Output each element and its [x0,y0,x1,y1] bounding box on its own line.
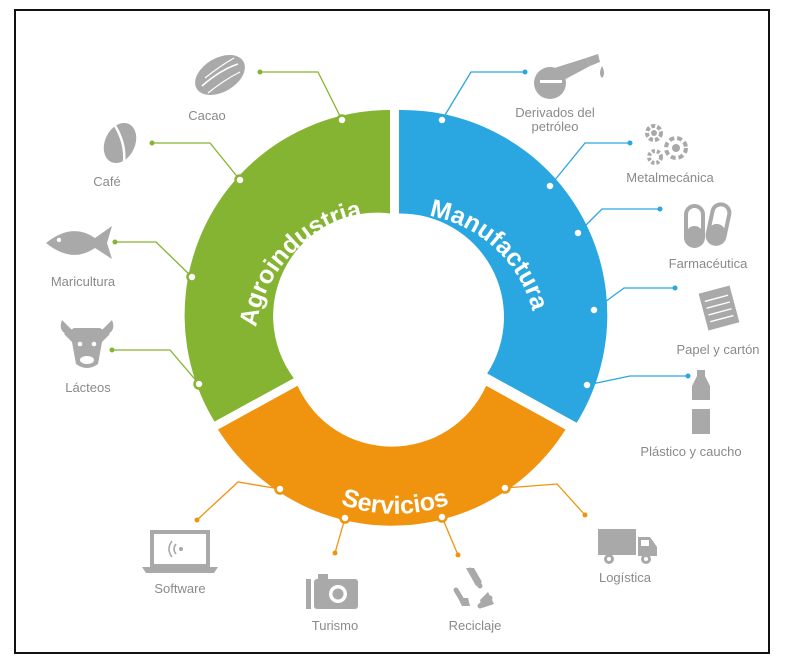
end-dot [522,69,528,75]
fuel-nozzle-icon [534,54,604,99]
anchor-dot [544,180,556,192]
anchor-dot [588,304,600,316]
connector-cafe [152,142,241,181]
anchor-dot [436,511,448,523]
label-papel-carton: Papel y cartón [676,342,759,357]
connector-maricultura [115,241,193,278]
recycle-icon [453,567,494,609]
agro-anchor-dots [109,69,348,390]
label-logistica: Logística [599,570,652,585]
connector-farma [577,208,660,234]
label-turismo: Turismo [312,618,358,633]
anchor-dot [274,483,286,495]
anchor-dot [339,512,351,524]
anchor-dot [499,482,511,494]
end-dot [582,512,588,518]
diagram-frame [14,9,770,654]
gears-icon [645,124,688,165]
anchor-dot [581,379,593,391]
end-dot [257,69,263,75]
label-cafe: Café [93,174,120,189]
fish-icon [46,226,112,259]
end-dot [657,206,663,212]
end-dot [109,347,115,353]
cow-head-icon [60,320,114,368]
bottle-icon [692,370,710,434]
manu-connectors [441,71,688,386]
anchor-dot [436,114,448,126]
label-software: Software [154,581,205,596]
connector-cacao [260,71,343,121]
label-derivados-line1: Derivados del [515,105,595,120]
connector-turismo [334,517,346,554]
cacao-pod-icon [195,55,245,95]
label-plastico-caucho: Plástico y caucho [640,444,741,459]
anchor-dot [572,227,584,239]
anchor-dot [193,378,205,390]
end-dot [672,285,678,291]
truck-icon [598,529,657,564]
label-maricultura: Maricultura [51,274,116,289]
label-lacteos: Lácteos [65,380,111,395]
label-metalmecanica: Metalmecánica [626,170,714,185]
manufactura-segment [399,109,608,423]
manu-anchor-dots [436,69,691,391]
coffee-bean-icon [103,122,137,164]
label-reciclaje: Reciclaje [449,618,502,633]
notepad-icon [698,285,740,331]
serv-connectors [196,481,586,556]
connector-papel [593,287,675,311]
camera-icon [306,574,358,609]
end-dot [149,140,155,146]
servicios-segment [218,385,566,526]
capsule-icon [684,202,732,248]
connector-reciclaje [441,516,459,556]
end-dot [685,373,691,379]
end-dot [194,517,200,523]
agro-connectors [112,71,343,385]
serv-anchor-dots [194,482,588,558]
agroindustria-segment [184,109,390,422]
anchor-dot [234,174,246,186]
end-dot [112,239,118,245]
label-farmaceutica: Farmacéutica [669,256,749,271]
connector-software [196,481,281,521]
end-dot [455,552,461,558]
connector-plastico [586,375,688,386]
connector-metal [549,142,630,187]
laptop-icon [142,530,218,573]
end-dot [627,140,633,146]
label-derivados-line2: petróleo [532,119,579,134]
anchor-dot [186,271,198,283]
label-cacao: Cacao [188,108,226,123]
connector-lacteos [112,349,200,385]
connector-logistica [504,483,586,516]
anchor-dot [336,114,348,126]
connector-derivados [441,71,525,121]
end-dot [332,550,338,556]
